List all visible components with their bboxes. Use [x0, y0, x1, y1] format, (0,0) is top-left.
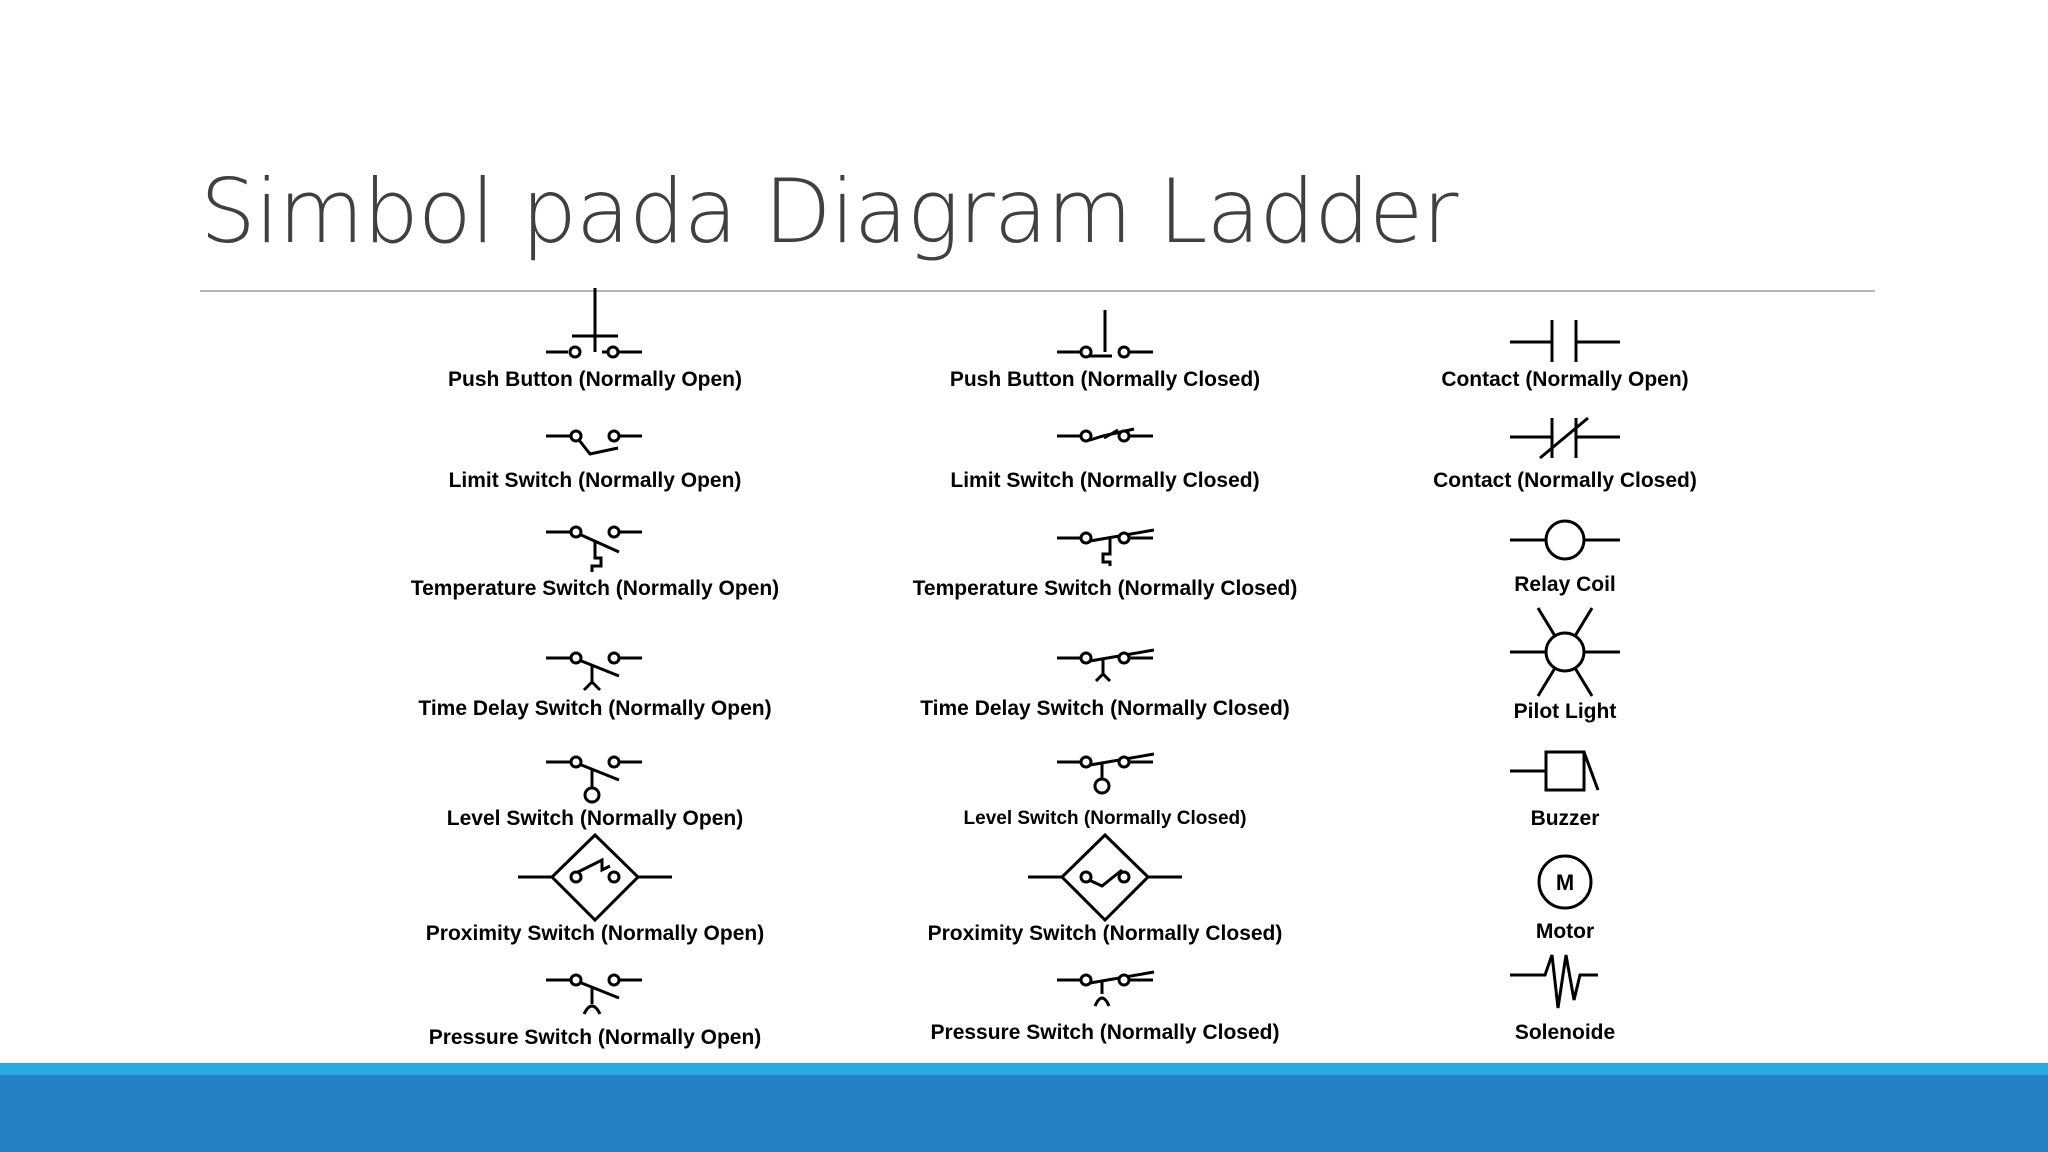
footer-band-accent	[0, 1063, 2048, 1075]
label-time-delay-switch-no: Time Delay Switch (Normally Open)	[418, 697, 771, 720]
label-level-switch-nc: Level Switch (Normally Closed)	[964, 808, 1247, 829]
solenoid-symbol	[1510, 954, 1598, 1009]
proximity-switch-nc-symbol	[1028, 832, 1182, 923]
label-temperature-switch-nc: Temperature Switch (Normally Closed)	[913, 577, 1298, 600]
label-contact-no: Contact (Normally Open)	[1441, 368, 1688, 391]
ladder-symbols-diagram: Push Button (Normally Open) Limit Switch…	[411, 288, 1697, 1049]
motor-symbol	[1537, 854, 1593, 910]
pilot-light-symbol	[1510, 607, 1620, 697]
limit-switch-no-symbol	[546, 429, 642, 456]
push-button-no-symbol	[546, 288, 642, 359]
proximity-switch-no-symbol	[518, 832, 672, 923]
contact-nc-symbol	[1510, 416, 1620, 460]
label-motor: Motor	[1536, 920, 1594, 943]
time-delay-switch-no-symbol	[546, 651, 642, 692]
label-limit-switch-nc: Limit Switch (Normally Closed)	[950, 469, 1259, 492]
limit-switch-nc-symbol	[1057, 427, 1153, 443]
level-switch-no-symbol	[546, 755, 642, 804]
pressure-switch-no-symbol	[546, 973, 642, 1015]
slide-title: Simbol pada Diagram Ladder	[200, 160, 1458, 263]
pressure-switch-nc-symbol	[1057, 970, 1155, 1007]
label-push-button-no: Push Button (Normally Open)	[448, 368, 742, 391]
temperature-switch-no-symbol	[546, 525, 642, 572]
label-limit-switch-no: Limit Switch (Normally Open)	[449, 469, 742, 492]
label-proximity-switch-nc: Proximity Switch (Normally Closed)	[928, 922, 1283, 945]
label-time-delay-switch-nc: Time Delay Switch (Normally Closed)	[920, 697, 1290, 720]
label-buzzer: Buzzer	[1531, 807, 1600, 830]
footer-band	[0, 1075, 2048, 1152]
title-divider	[200, 290, 1875, 292]
label-level-switch-no: Level Switch (Normally Open)	[447, 807, 743, 830]
time-delay-switch-nc-symbol	[1057, 648, 1155, 683]
push-button-nc-symbol	[1057, 310, 1153, 359]
level-switch-nc-symbol	[1057, 752, 1155, 795]
label-push-button-nc: Push Button (Normally Closed)	[950, 368, 1260, 391]
relay-coil-symbol	[1510, 519, 1620, 561]
temperature-switch-nc-symbol	[1057, 528, 1155, 566]
contact-no-symbol	[1510, 320, 1620, 362]
label-proximity-switch-no: Proximity Switch (Normally Open)	[426, 922, 764, 945]
label-temperature-switch-no: Temperature Switch (Normally Open)	[411, 577, 779, 600]
label-contact-nc: Contact (Normally Closed)	[1433, 469, 1697, 492]
label-pilot-light: Pilot Light	[1514, 700, 1617, 723]
label-solenoide: Solenoide	[1515, 1021, 1615, 1044]
label-pressure-switch-nc: Pressure Switch (Normally Closed)	[931, 1021, 1280, 1044]
label-pressure-switch-no: Pressure Switch (Normally Open)	[429, 1026, 762, 1049]
motor-letter: M	[1556, 870, 1574, 895]
buzzer-symbol	[1510, 750, 1600, 792]
label-relay-coil: Relay Coil	[1514, 573, 1616, 596]
